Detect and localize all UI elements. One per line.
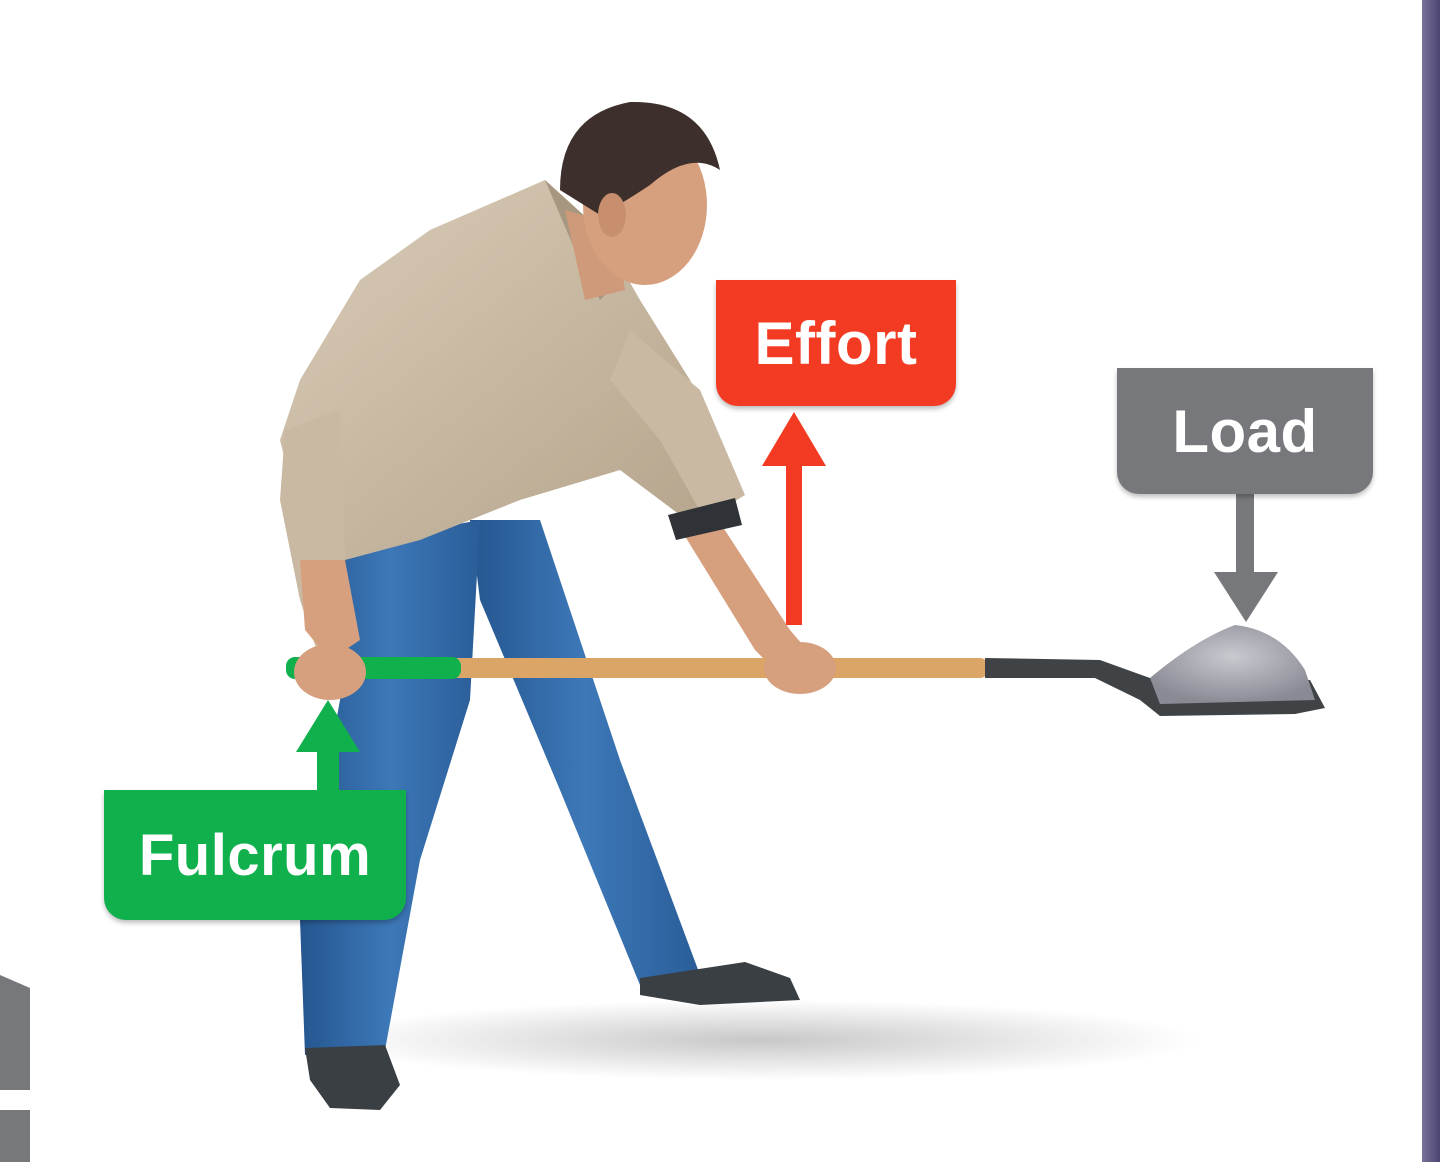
load-arrow-head (1214, 572, 1278, 622)
edge-fragment-top (0, 975, 30, 1090)
effort-arrow-shaft (786, 455, 802, 625)
effort-arrow-head (762, 412, 826, 466)
fulcrum-label: Fulcrum (104, 790, 406, 920)
ear (598, 193, 626, 237)
back-leg (470, 520, 700, 985)
far-cuff (668, 498, 742, 540)
front-shoe (305, 1045, 400, 1110)
far-hand (764, 642, 836, 694)
load-arrow-shaft (1236, 494, 1254, 578)
effort-label: Effort (716, 280, 956, 406)
far-forearm (675, 515, 820, 680)
edge-fragment-bottom (0, 1110, 30, 1162)
hair (560, 101, 720, 215)
load-label: Load (1117, 368, 1373, 494)
back-shoe (640, 962, 800, 1005)
fulcrum-arrow-shaft (317, 745, 339, 795)
near-forearm (300, 560, 360, 660)
right-edge-bar (1422, 0, 1440, 1162)
near-hand (294, 644, 366, 700)
ground-shadow (320, 1000, 1200, 1080)
far-arm (610, 330, 745, 520)
dirt-pile (1150, 625, 1315, 704)
fulcrum-arrow-head (296, 700, 360, 752)
